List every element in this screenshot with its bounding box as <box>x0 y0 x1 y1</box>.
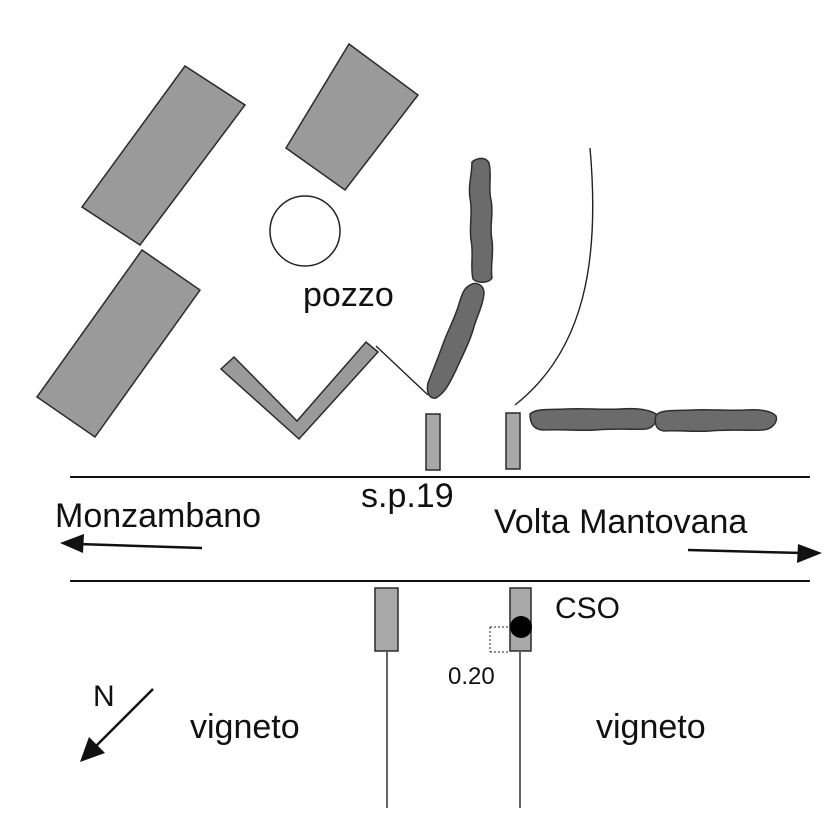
north-arrow-icon <box>80 688 154 762</box>
hedge-diagonal <box>426 282 485 399</box>
offset-label: 0.20 <box>448 663 495 690</box>
hedge-horizontal-1 <box>529 407 658 432</box>
building-l-shaped <box>219 340 380 441</box>
field-label-right: vigneto <box>596 708 706 746</box>
gate-post-north-right <box>505 412 521 470</box>
building-north <box>284 42 420 192</box>
fence-line-short <box>375 345 429 396</box>
gate-post-north-left <box>425 413 441 471</box>
offset-dimension <box>489 626 510 653</box>
point-label: CSO <box>555 592 620 625</box>
hedges <box>426 157 778 433</box>
west-arrow-icon <box>60 534 203 553</box>
road-label: s.p.19 <box>361 477 454 515</box>
hedge-horizontal-2 <box>654 408 778 433</box>
curved-boundary-line <box>514 147 594 406</box>
gate-post-south-left <box>374 587 399 652</box>
north-label: N <box>93 680 115 713</box>
well-circle <box>269 195 341 267</box>
field-label-left: vigneto <box>190 708 300 746</box>
building-north-west <box>80 64 247 247</box>
east-arrow-icon <box>687 544 822 563</box>
west-destination-label: Monzambano <box>55 497 261 535</box>
hedge-vertical <box>468 157 494 283</box>
measurement-point <box>510 616 532 638</box>
well-label: pozzo <box>303 276 394 314</box>
building-south-west <box>35 248 202 439</box>
buildings <box>35 42 420 441</box>
east-destination-label: Volta Mantovana <box>494 503 747 541</box>
